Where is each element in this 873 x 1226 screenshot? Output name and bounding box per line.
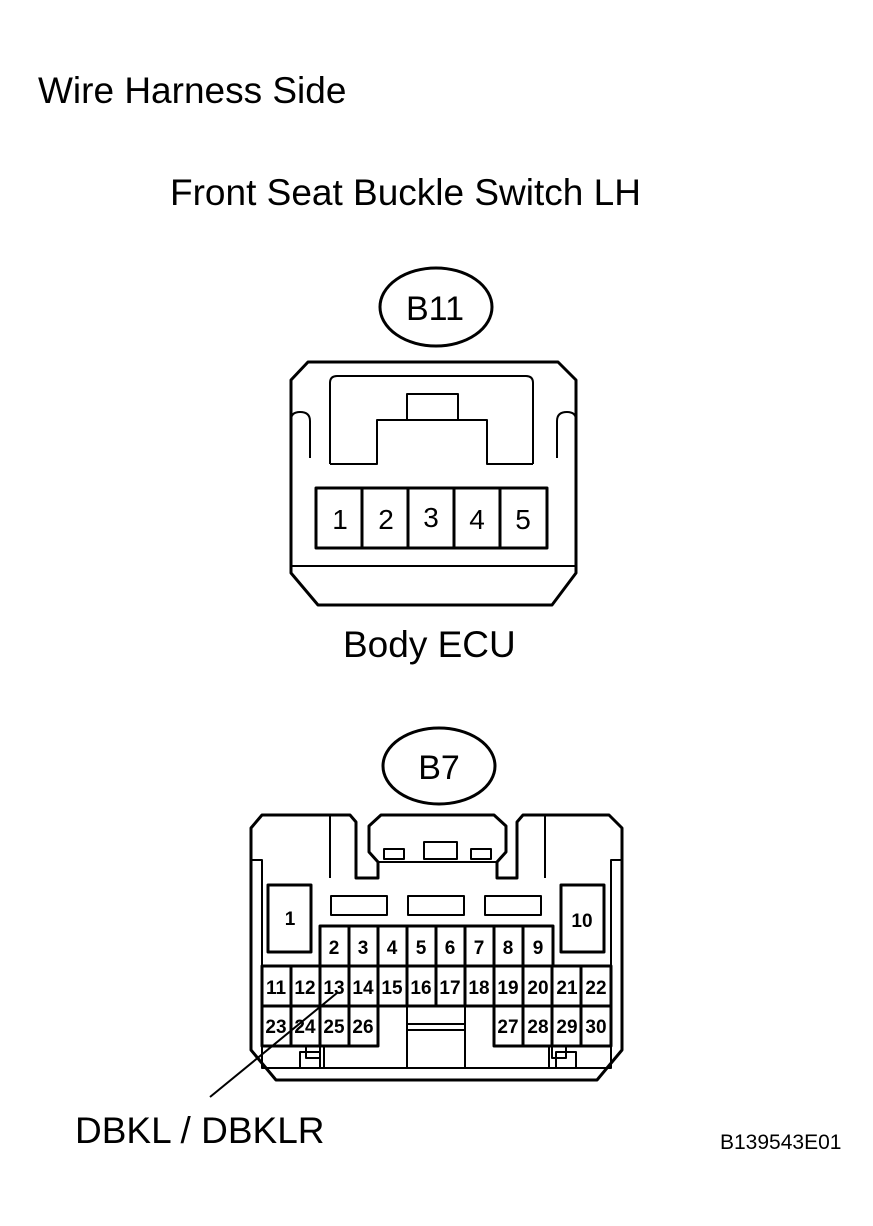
figure-id: B139543E01 <box>720 1131 842 1154</box>
connector2-pin: 13 <box>323 978 344 999</box>
connector1-code-badge <box>378 266 494 348</box>
connector2-pin-10-cavity <box>559 883 606 954</box>
connector1-pin-block <box>314 486 549 550</box>
connector2-pin: 8 <box>503 938 514 959</box>
connector2-pin: 5 <box>416 938 427 959</box>
connector2-pin: 1 <box>285 909 296 930</box>
connector2-pin: 12 <box>294 978 315 999</box>
connector1-pin: 1 <box>332 504 348 535</box>
connector1-pin: 5 <box>515 504 531 535</box>
connector2-pin: 7 <box>474 938 485 959</box>
callout-label: DBKL / DBKLR <box>75 1110 325 1151</box>
connector2-pin: 18 <box>468 978 489 999</box>
connector2-pin: 19 <box>497 978 518 999</box>
connector1-code: B11 <box>406 290 464 328</box>
connector1-pin: 2 <box>378 504 394 535</box>
connector2-pin: 4 <box>387 938 398 959</box>
connector2-pin: 3 <box>358 938 369 959</box>
connector2-code-badge <box>381 726 497 806</box>
connector2-pin: 23 <box>265 1017 286 1038</box>
connector1-pin: 4 <box>469 504 485 535</box>
connector2-pin: 29 <box>556 1017 577 1038</box>
connector1-pin: 3 <box>423 502 439 533</box>
connector2-pin: 14 <box>352 978 374 999</box>
connector2-pin: 24 <box>294 1017 316 1038</box>
connector2-pin: 25 <box>323 1017 345 1038</box>
connector2-code: B7 <box>418 749 460 787</box>
connector2-title: Body ECU <box>343 624 516 665</box>
connector2-pin: 28 <box>527 1017 548 1038</box>
page-heading: Wire Harness Side <box>38 70 347 111</box>
connector2-pin: 11 <box>266 978 287 999</box>
connector2-pin: 22 <box>585 978 606 999</box>
connector2-pin: 15 <box>381 978 403 999</box>
connector2-pin: 10 <box>571 911 592 932</box>
connector2-pin: 27 <box>497 1017 518 1038</box>
connector2-pin: 16 <box>410 978 431 999</box>
connector2-pin: 30 <box>585 1017 606 1038</box>
connector1-drawing <box>289 266 578 607</box>
connector2-pin: 17 <box>439 978 460 999</box>
connector2-pin: 2 <box>329 938 340 959</box>
connector2-pin: 26 <box>352 1017 373 1038</box>
connector2-pin: 21 <box>556 978 578 999</box>
connector2-pin: 9 <box>533 938 544 959</box>
connector2-drawing <box>249 726 624 1082</box>
callout-leader-line <box>209 992 338 1098</box>
connector1-housing <box>289 360 578 607</box>
connector2-pin-1-cavity <box>266 883 313 954</box>
connector2-pin: 6 <box>445 938 456 959</box>
connector1-title: Front Seat Buckle Switch LH <box>170 172 641 213</box>
connector2-pin: 20 <box>527 978 548 999</box>
